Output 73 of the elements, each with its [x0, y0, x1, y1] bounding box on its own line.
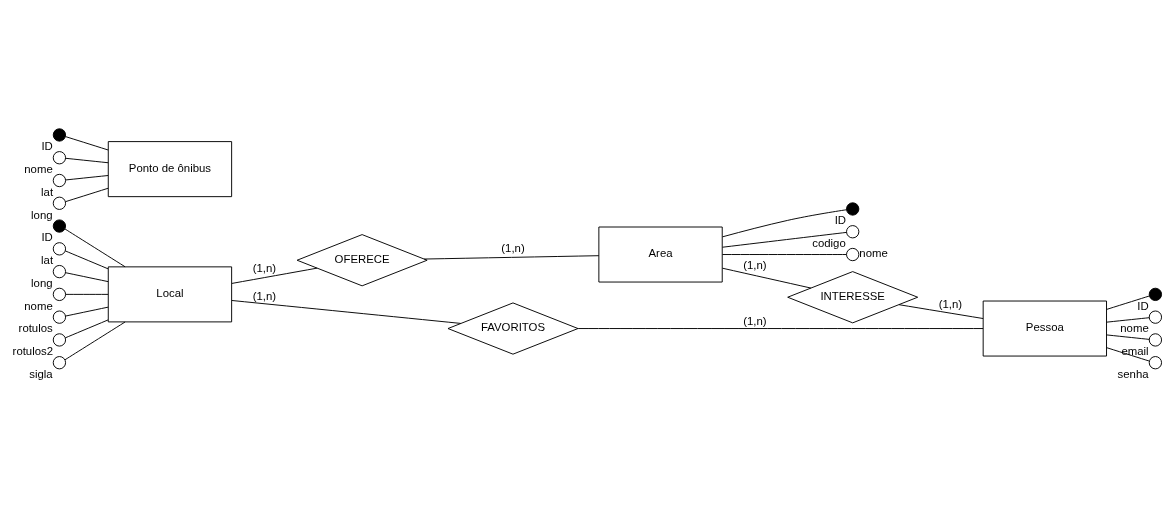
- node-dot: [846, 201, 860, 216]
- connector: [722, 267, 812, 289]
- node-label: lat: [41, 253, 54, 266]
- connector: [1106, 333, 1150, 340]
- node-circle: [52, 310, 67, 324]
- edge-label: (1,n): [501, 241, 525, 254]
- node-circle: [1148, 355, 1163, 369]
- node-circle: [52, 241, 67, 255]
- node-circle: [1148, 310, 1163, 324]
- connector: [1106, 316, 1150, 323]
- node-box: Local: [107, 265, 233, 322]
- connector: [231, 267, 318, 284]
- connector: [64, 228, 126, 267]
- connector: [64, 318, 109, 338]
- node-circle: [1148, 332, 1163, 347]
- node-circle: [846, 224, 860, 238]
- node-label: ID: [41, 230, 53, 243]
- connector: [898, 303, 984, 319]
- connector: [64, 249, 109, 269]
- node-dot: [1148, 287, 1163, 301]
- node-diamond: FAVORITOS: [447, 301, 579, 355]
- node-circle: [52, 355, 67, 369]
- node-circle: [52, 196, 67, 210]
- node-dot: [52, 127, 67, 142]
- edge-label: (1,n): [252, 289, 277, 302]
- node-label: long: [31, 208, 53, 221]
- edge-label: (1,n): [743, 314, 767, 327]
- edge-label: (1,n): [743, 258, 767, 271]
- node-box: Ponto de ônibus: [107, 140, 233, 197]
- node-label: senha: [1117, 367, 1149, 380]
- node-label: lat: [41, 185, 54, 198]
- node-diamond: INTERESSE: [787, 270, 919, 323]
- node-dot: [52, 218, 67, 233]
- node-box: Area: [598, 226, 723, 282]
- node-label: ID: [1137, 299, 1149, 312]
- connector: [722, 253, 847, 255]
- node-label: sigla: [29, 367, 53, 380]
- connector: [65, 157, 109, 163]
- node-diamond: OFERECE: [296, 233, 428, 286]
- connector: [722, 208, 847, 237]
- node-label: email: [1121, 344, 1149, 357]
- node-label: nome: [1120, 321, 1149, 334]
- node-label: codigo: [812, 236, 846, 249]
- node-label: ID: [834, 213, 847, 226]
- node-label: rotulos2: [12, 344, 54, 357]
- connector: [231, 299, 462, 324]
- node-label: rotulos: [18, 321, 53, 334]
- connector: [65, 174, 109, 180]
- connector: [65, 293, 109, 295]
- connector: [65, 187, 109, 202]
- connector: [577, 327, 984, 329]
- connector: [64, 321, 126, 360]
- connector: [65, 306, 109, 317]
- connector: [65, 271, 109, 282]
- edge-label: (1,n): [252, 261, 277, 274]
- node-circle: [52, 150, 67, 164]
- node-circle: [52, 264, 67, 278]
- edge-label: (1,n): [938, 297, 963, 310]
- node-circle: [52, 173, 67, 187]
- connector: [1106, 346, 1150, 362]
- node-label: ID: [41, 139, 53, 152]
- node-circle: [52, 287, 67, 301]
- node-circle: [846, 247, 860, 261]
- connector: [722, 231, 847, 248]
- connector: [423, 254, 600, 259]
- connector: [65, 135, 109, 150]
- node-label: nome: [859, 246, 888, 259]
- node-label: nome: [24, 299, 53, 312]
- node-label: nome: [24, 162, 53, 175]
- node-label: long: [31, 276, 53, 289]
- node-circle: [52, 332, 67, 347]
- node-box: Pessoa: [982, 300, 1107, 357]
- connector: [1106, 295, 1150, 310]
